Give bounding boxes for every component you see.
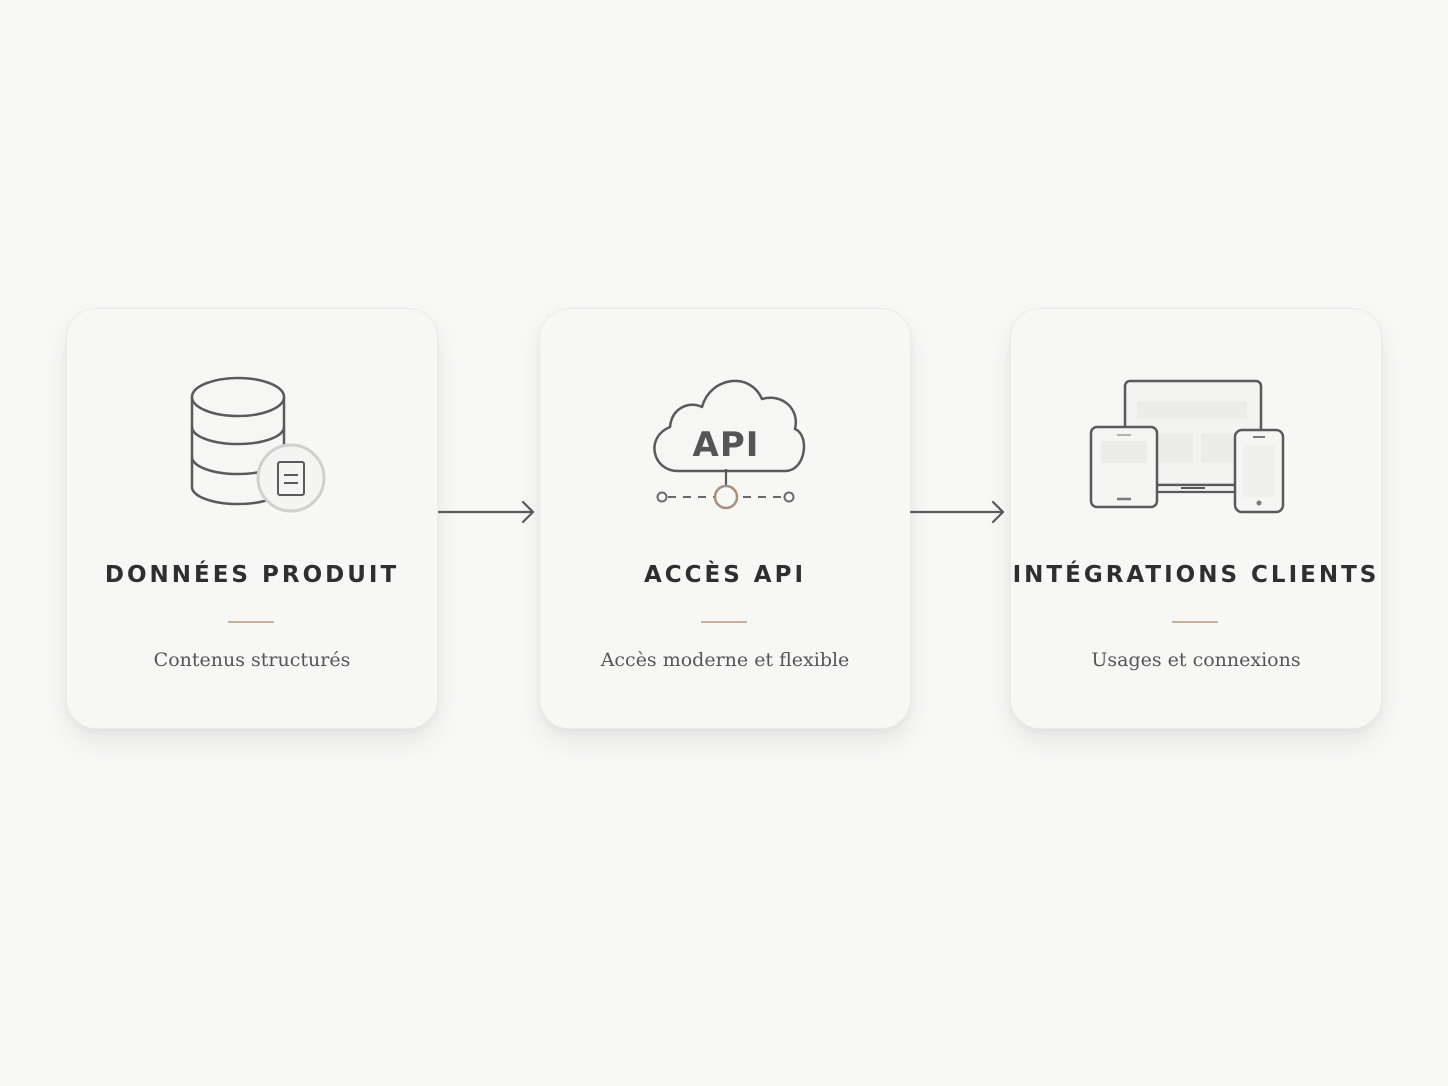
step-subtitle: Contenus structurés [153,649,351,671]
step-card-acces-api: API ACCÈS API Accès moderne et flexible [539,308,911,729]
step-subtitle: Accès moderne et flexible [600,649,850,671]
arrow-right-icon [910,500,1005,524]
step-subtitle: Usages et connexions [1091,649,1301,671]
step-card-integrations-clients: INTÉGRATIONS CLIENTS Usages et connexion… [1010,308,1382,729]
step-card-donnees-produit: DONNÉES PRODUIT Contenus structurés [66,308,438,729]
database-document-icon [67,309,439,539]
accent-divider [1172,621,1218,623]
accent-divider [228,621,274,623]
cloud-api-icon: API [540,309,912,539]
accent-divider [701,621,747,623]
arrow-right-icon [438,500,535,524]
step-title: ACCÈS API [643,562,807,588]
devices-icon [1011,309,1383,539]
step-title: INTÉGRATIONS CLIENTS [1012,562,1380,588]
step-title: DONNÉES PRODUIT [104,562,400,588]
api-label: API [693,425,760,465]
